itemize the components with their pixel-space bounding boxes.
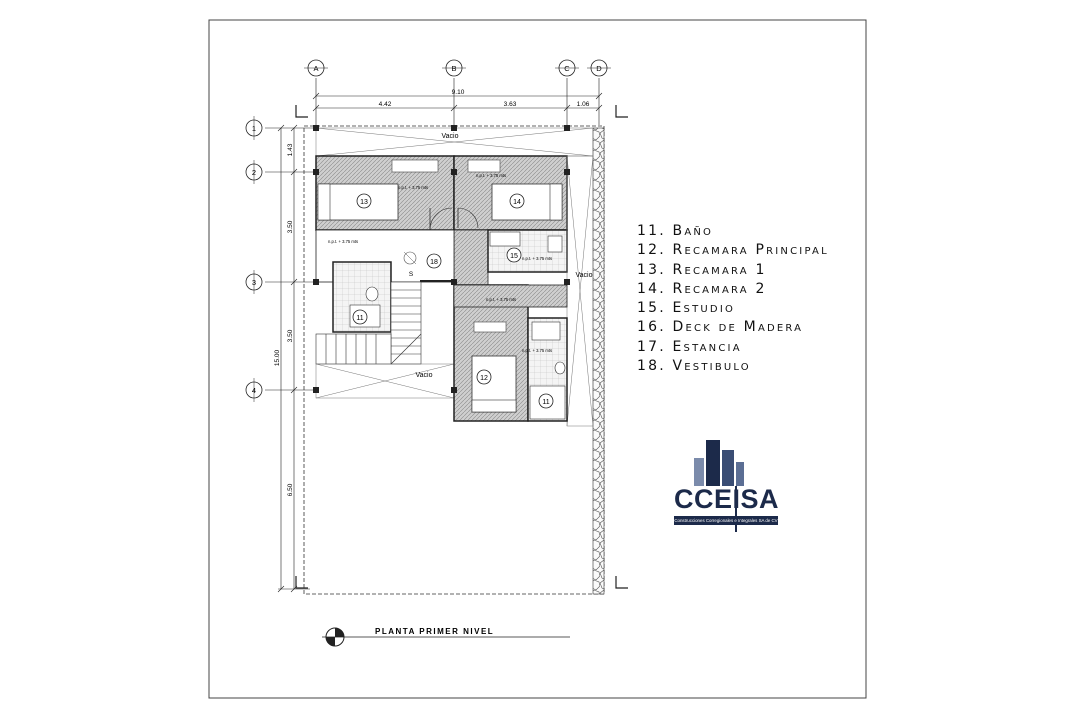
svg-text:1: 1	[252, 124, 256, 133]
room-15	[487, 229, 568, 273]
npt-label-12: n.p.t. + 3.75 mts	[486, 297, 516, 302]
room-13	[315, 155, 455, 231]
room-tag-12: 12	[476, 369, 492, 385]
vacio-top-label: Vacio	[442, 133, 459, 140]
dim-overall-depth: 15.00	[274, 349, 281, 366]
left-dimensions	[265, 124, 314, 593]
room-11-right	[527, 317, 568, 422]
vacio-right-label: Vacio	[576, 272, 593, 279]
staircase	[315, 281, 422, 365]
svg-text:13: 13	[360, 199, 368, 206]
legend-item-estudio: 15. Estudio	[637, 300, 736, 317]
legend-item-recamara-principal: 12. Recamara Principal	[637, 242, 829, 259]
npt-label-15: n.p.t. + 3.75 mts	[522, 256, 552, 261]
grid-bubble-3: 3	[245, 270, 263, 294]
grid-bubble-a: A	[304, 59, 328, 77]
grid-bubble-d: D	[587, 59, 611, 77]
structural-columns	[313, 125, 570, 393]
room-12	[453, 284, 568, 422]
logo-tagline: Construcciones Corregionales e Integrale…	[674, 516, 778, 525]
svg-text:18: 18	[430, 259, 438, 266]
drawing-title: PLANTA PRIMER NIVEL	[375, 627, 494, 636]
svg-text:14: 14	[513, 199, 521, 206]
sheet-border	[208, 19, 867, 699]
legend-item-deck: 16. Deck de Madera	[637, 319, 804, 336]
grid-bubble-4: 4	[245, 378, 263, 402]
dim-row-4: 6.50	[287, 483, 294, 496]
npt-label-11-right: n.p.t. + 3.75 mts	[522, 348, 552, 353]
room-tag-18: 18	[426, 253, 442, 269]
vacio-bottom-label: Vacio	[416, 372, 433, 379]
void-right	[566, 155, 594, 427]
room-legend: 11. Baño 12. Recamara Principal 13. Reca…	[637, 222, 829, 376]
stair-up-label: S	[409, 271, 414, 278]
logo-name: CCEISA	[674, 484, 780, 514]
svg-text:A: A	[313, 64, 318, 73]
grid-bubble-1: 1	[245, 116, 263, 140]
room-tag-11-right: 11	[538, 393, 554, 409]
stone-wall	[592, 127, 605, 595]
grid-bubble-c: C	[555, 59, 579, 77]
legend-item-estancia: 17. Estancia	[637, 338, 742, 355]
grid-bubble-2: 2	[245, 160, 263, 184]
svg-text:12: 12	[480, 375, 488, 382]
npt-label-18: n.p.t. + 3.75 mts	[328, 239, 358, 244]
corridor	[453, 229, 489, 291]
legend-item-banio: 11. Baño	[637, 223, 714, 239]
dim-bay-1: 4.42	[379, 101, 392, 108]
room-tag-14: 14	[509, 193, 525, 209]
svg-text:C: C	[564, 64, 570, 73]
dim-row-1: 1.43	[287, 143, 294, 156]
svg-text:15: 15	[510, 253, 518, 260]
void-bottom	[315, 363, 455, 399]
drawing-title-block	[322, 627, 570, 647]
legend-item-vestibulo: 18. Vestibulo	[637, 358, 751, 375]
svg-text:D: D	[596, 64, 602, 73]
room-14	[453, 155, 568, 231]
npt-label-14: n.p.t. + 3.75 mts	[476, 173, 506, 178]
room-tag-11-left: 11	[352, 309, 368, 325]
top-dimensions	[312, 78, 603, 125]
legend-item-recamara-1: 13. Recamara 1	[637, 261, 767, 278]
logo-mark	[694, 440, 744, 532]
npt-label-13: n.p.t. + 3.75 mts	[398, 185, 428, 190]
svg-text:2: 2	[252, 168, 256, 177]
room-tag-13: 13	[356, 193, 372, 209]
room-tag-15: 15	[506, 247, 522, 263]
svg-text:3: 3	[252, 278, 256, 287]
legend-item-recamara-2: 14. Recamara 2	[637, 280, 767, 297]
dim-row-3: 3.50	[287, 329, 294, 342]
dim-bay-3: 1.06	[577, 101, 590, 108]
svg-text:B: B	[451, 64, 456, 73]
dim-bay-2: 3.63	[504, 101, 517, 108]
svg-text:4: 4	[252, 386, 256, 395]
dim-row-2: 3.50	[287, 220, 294, 233]
corner-marks	[295, 105, 628, 589]
svg-text:11: 11	[542, 399, 549, 406]
dim-overall-width: 9.10	[452, 89, 465, 96]
grid-bubble-b: B	[442, 59, 466, 77]
svg-text:11: 11	[356, 315, 363, 322]
